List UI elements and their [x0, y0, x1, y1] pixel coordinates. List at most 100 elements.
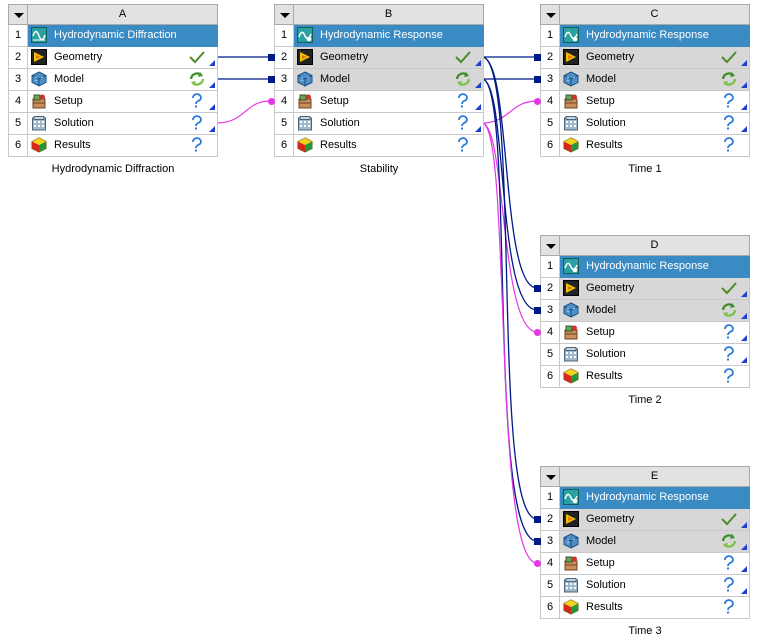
system-menu-dropdown[interactable]: [274, 4, 294, 25]
system-menu-dropdown[interactable]: [540, 235, 560, 256]
output-corner-icon: [209, 104, 215, 110]
component-cell[interactable]: Geometry: [560, 47, 750, 69]
link-b-geometry-to-d[interactable]: [481, 56, 538, 289]
input-port-model-e[interactable]: [534, 538, 541, 545]
input-port-setup-c[interactable]: [534, 98, 541, 105]
component-cell[interactable]: Solution: [560, 575, 750, 597]
system-caption[interactable]: Stability: [359, 163, 399, 175]
component-cell[interactable]: Setup: [560, 91, 750, 113]
component-cell[interactable]: Model: [28, 69, 218, 91]
results-icon: [297, 137, 313, 153]
setup-icon: [297, 93, 313, 109]
system-menu-dropdown[interactable]: [540, 4, 560, 25]
input-port-setup-e[interactable]: [534, 560, 541, 567]
link-a-solution-to-b-setup[interactable]: [216, 100, 271, 124]
input-port-model-c[interactable]: [534, 76, 541, 83]
link-b-geometry-to-e[interactable]: [481, 56, 538, 520]
input-port-geometry-e[interactable]: [534, 516, 541, 523]
input-port-geometry-c[interactable]: [534, 54, 541, 61]
row-number: 5: [540, 344, 560, 366]
component-cell[interactable]: Results: [28, 135, 218, 157]
component-cell[interactable]: Setup: [294, 91, 484, 113]
system-title-cell[interactable]: Hydrodynamic Response: [560, 256, 750, 278]
component-cell[interactable]: Model: [560, 69, 750, 91]
system-title-cell[interactable]: Hydrodynamic Diffraction: [28, 25, 218, 47]
component-cell[interactable]: Results: [560, 597, 750, 619]
input-port-setup-d[interactable]: [534, 329, 541, 336]
output-corner-icon: [475, 60, 481, 66]
component-cell[interactable]: Results: [294, 135, 484, 157]
link-b-solution-to-e-setup[interactable]: [481, 122, 538, 564]
component-cell[interactable]: Model: [294, 69, 484, 91]
row-number: 2: [540, 278, 560, 300]
system-title-cell[interactable]: Hydrodynamic Response: [560, 487, 750, 509]
component-cell[interactable]: Geometry: [294, 47, 484, 69]
component-cell[interactable]: Solution: [28, 113, 218, 135]
system-caption[interactable]: Hydrodynamic Diffraction: [51, 163, 175, 175]
component-cell[interactable]: Solution: [560, 344, 750, 366]
component-cell[interactable]: Setup: [560, 553, 750, 575]
component-cell[interactable]: Results: [560, 135, 750, 157]
component-cell[interactable]: Geometry: [28, 47, 218, 69]
component-cell[interactable]: Setup: [560, 322, 750, 344]
link-b-solution-to-c-setup[interactable]: [481, 100, 538, 124]
system-caption[interactable]: Time 1: [628, 163, 662, 175]
link-b-solution-to-d-setup[interactable]: [481, 122, 538, 333]
system-title-cell[interactable]: Hydrodynamic Response: [560, 25, 750, 47]
component-cell[interactable]: Geometry: [560, 278, 750, 300]
component-cell[interactable]: Solution: [560, 113, 750, 135]
link-b-model-to-d[interactable]: [481, 78, 538, 311]
component-cell[interactable]: Solution: [294, 113, 484, 135]
system-caption[interactable]: Time 2: [628, 394, 662, 406]
input-port-model-d[interactable]: [534, 307, 541, 314]
component-cell[interactable]: Model: [560, 531, 750, 553]
row-number: 5: [274, 113, 294, 135]
input-port-geometry-d[interactable]: [534, 285, 541, 292]
component-cell[interactable]: Setup: [28, 91, 218, 113]
system-menu-dropdown[interactable]: [8, 4, 28, 25]
system-caption[interactable]: Time 3: [628, 625, 662, 637]
component-cell[interactable]: Model: [560, 300, 750, 322]
input-port-setup-b[interactable]: [268, 98, 275, 105]
input-port-geometry-b[interactable]: [268, 54, 275, 61]
model-icon: [563, 302, 579, 318]
system-title-cell[interactable]: Hydrodynamic Response: [294, 25, 484, 47]
refresh-required-icon: [720, 71, 738, 87]
link-b-model-to-e[interactable]: [481, 78, 538, 542]
output-corner-icon: [741, 522, 747, 528]
system-menu-dropdown[interactable]: [540, 466, 560, 487]
component-cell[interactable]: Results: [560, 366, 750, 388]
input-port-model-b[interactable]: [268, 76, 275, 83]
component-cell[interactable]: Geometry: [560, 509, 750, 531]
